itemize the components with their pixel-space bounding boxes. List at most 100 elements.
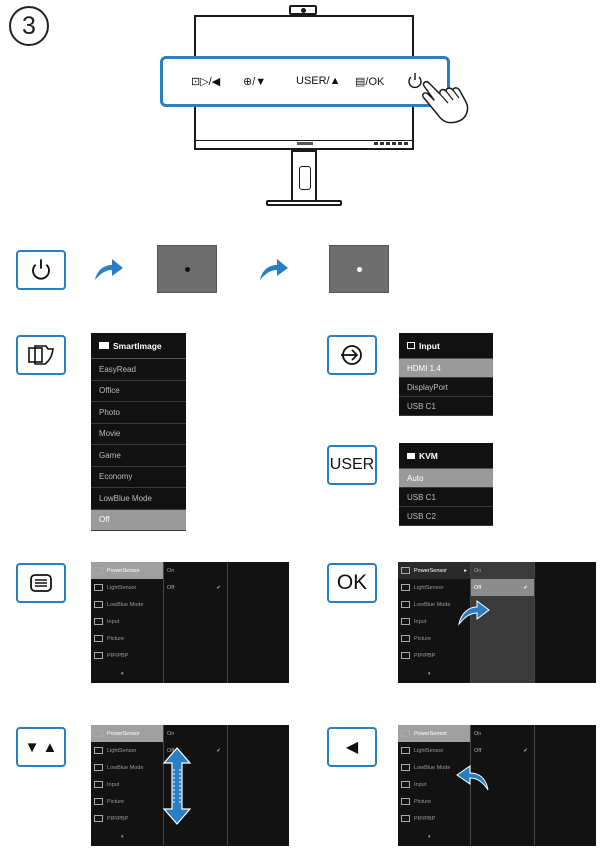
led-dot <box>357 267 362 272</box>
osd-item[interactable]: Input <box>91 613 163 630</box>
osd-item[interactable]: LowBlue Mode <box>91 759 163 776</box>
picture-icon <box>401 798 410 805</box>
osd-item-label: Input <box>107 618 120 625</box>
osd-item[interactable]: Input <box>398 776 470 793</box>
osd-item-selected[interactable]: PowerSensor▸ <box>398 562 470 579</box>
osd-item[interactable]: Input <box>91 776 163 793</box>
menu-item[interactable]: USB C2 <box>399 507 493 526</box>
step-number: 3 <box>9 6 49 46</box>
menu-item[interactable]: EasyRead <box>91 359 186 381</box>
power-icon <box>32 259 50 280</box>
more-indicator: ▾ <box>428 834 431 840</box>
osd-item[interactable]: PIP/PBP <box>398 647 470 664</box>
osd-item[interactable]: LowBlue Mode <box>398 596 470 613</box>
power-button[interactable] <box>16 250 66 290</box>
pip-icon <box>94 652 103 659</box>
osd-option[interactable]: Off✔ <box>474 747 528 754</box>
menu-button[interactable] <box>16 563 66 603</box>
monitor-buttons <box>374 142 408 145</box>
osd-item[interactable]: Picture <box>91 793 163 810</box>
osd-item[interactable]: Input <box>398 613 470 630</box>
kvm-menu-title: KVM <box>419 450 438 461</box>
left-back-button[interactable]: ◀ <box>327 727 377 767</box>
led-off-indicator <box>157 245 217 293</box>
check-icon: ✔ <box>523 584 528 591</box>
picture-icon <box>94 798 103 805</box>
osd-item-label: PowerSensor <box>107 730 141 737</box>
menu-item[interactable]: DisplayPort <box>399 378 493 397</box>
osd-item[interactable]: LightSensor <box>91 742 163 759</box>
ok-button[interactable]: OK <box>327 563 377 603</box>
curved-back-arrow-icon <box>456 765 489 791</box>
osd-item-label: Picture <box>107 798 125 805</box>
osd-option[interactable]: On <box>474 730 482 737</box>
menu-item[interactable]: Economy <box>91 467 186 488</box>
osd-item[interactable]: Picture <box>398 793 470 810</box>
osd-item-label: Picture <box>414 635 432 642</box>
led-on-indicator <box>329 245 389 293</box>
osd-item[interactable]: LowBlue Mode <box>398 759 470 776</box>
osd-submenu: On Off✔ <box>163 562 227 683</box>
menu-item-selected[interactable]: Off <box>91 509 186 531</box>
osd-item[interactable]: LowBlue Mode <box>91 596 163 613</box>
menu-item[interactable]: LowBlue Mode <box>91 488 186 510</box>
osd-category-list: PowerSensor LightSensor LowBlue Mode Inp… <box>91 725 163 846</box>
osd-item-label: LightSensor <box>107 584 137 591</box>
osd-item[interactable]: Picture <box>91 630 163 647</box>
powersensor-icon <box>401 730 410 737</box>
menu-icon <box>30 574 52 592</box>
osd-option[interactable]: On <box>474 567 482 574</box>
osd-option[interactable]: On <box>167 730 175 737</box>
osd-item[interactable]: PIP/PBP <box>91 810 163 827</box>
osd-item-label: LowBlue Mode <box>414 764 451 771</box>
lightsensor-icon <box>94 747 103 754</box>
input-button[interactable] <box>327 335 377 375</box>
user-up-button-label: USER/▲ <box>296 75 341 87</box>
osd-submenu: On Off✔ <box>470 562 534 683</box>
kvm-menu: KVM Auto USB C1 USB C2 <box>399 443 493 526</box>
osd-option-selected[interactable]: Off✔ <box>471 579 534 596</box>
osd-item-label: LightSensor <box>414 747 444 754</box>
osd-category-list: PowerSensor LightSensor LowBlue Mode Inp… <box>91 562 163 683</box>
more-indicator: ▾ <box>121 834 124 840</box>
eye-icon <box>401 601 410 608</box>
osd-item[interactable]: Picture <box>398 630 470 647</box>
lightsensor-icon <box>401 584 410 591</box>
osd-item-selected[interactable]: PowerSensor <box>91 725 163 742</box>
input-menu-title: Input <box>419 340 440 351</box>
osd-item-label: PIP/PBP <box>107 815 129 822</box>
down-up-button[interactable]: ▼ ▲ <box>16 727 66 767</box>
osd-item-label: Picture <box>414 798 432 805</box>
control-panel-callout: ⊡▷/◀ ⊕/▼ USER/▲ ▤/OK <box>160 56 450 107</box>
menu-item[interactable]: Movie <box>91 424 186 445</box>
pip-icon <box>401 652 410 659</box>
osd-item[interactable]: PIP/PBP <box>398 810 470 827</box>
menu-item[interactable]: Office <box>91 381 186 402</box>
osd-detail-panel <box>534 725 596 846</box>
smartimage-icon <box>28 345 54 365</box>
osd-option[interactable]: Off✔ <box>167 584 221 591</box>
webcam <box>289 5 317 15</box>
osd-item-selected[interactable]: PowerSensor <box>91 562 163 579</box>
osd-item-label: LowBlue Mode <box>107 764 144 771</box>
osd-item-label: LightSensor <box>414 584 444 591</box>
osd-option[interactable]: On <box>167 567 175 574</box>
osd-item[interactable]: LightSensor <box>91 579 163 596</box>
more-indicator: ▾ <box>121 671 124 677</box>
menu-item[interactable]: USB C1 <box>399 488 493 507</box>
menu-item[interactable]: Photo <box>91 402 186 424</box>
user-button[interactable]: USER <box>327 445 377 485</box>
osd-option[interactable]: Off✔ <box>167 747 221 754</box>
osd-item[interactable]: LightSensor <box>398 742 470 759</box>
menu-item[interactable]: USB C1 <box>399 397 493 416</box>
smartimage-menu: SmartImage EasyRead Office Photo Movie G… <box>91 333 186 531</box>
osd-item-selected[interactable]: PowerSensor <box>398 725 470 742</box>
menu-item[interactable]: Game <box>91 445 186 467</box>
menu-item-selected[interactable]: HDMI 1.4 <box>399 359 493 378</box>
menu-item-selected[interactable]: Auto <box>399 469 493 488</box>
smartimage-button[interactable] <box>16 335 66 375</box>
osd-item-label: PIP/PBP <box>414 652 436 659</box>
osd-item[interactable]: LightSensor <box>398 579 470 596</box>
osd-submenu: On Off✔ <box>163 725 227 846</box>
osd-item[interactable]: PIP/PBP <box>91 647 163 664</box>
